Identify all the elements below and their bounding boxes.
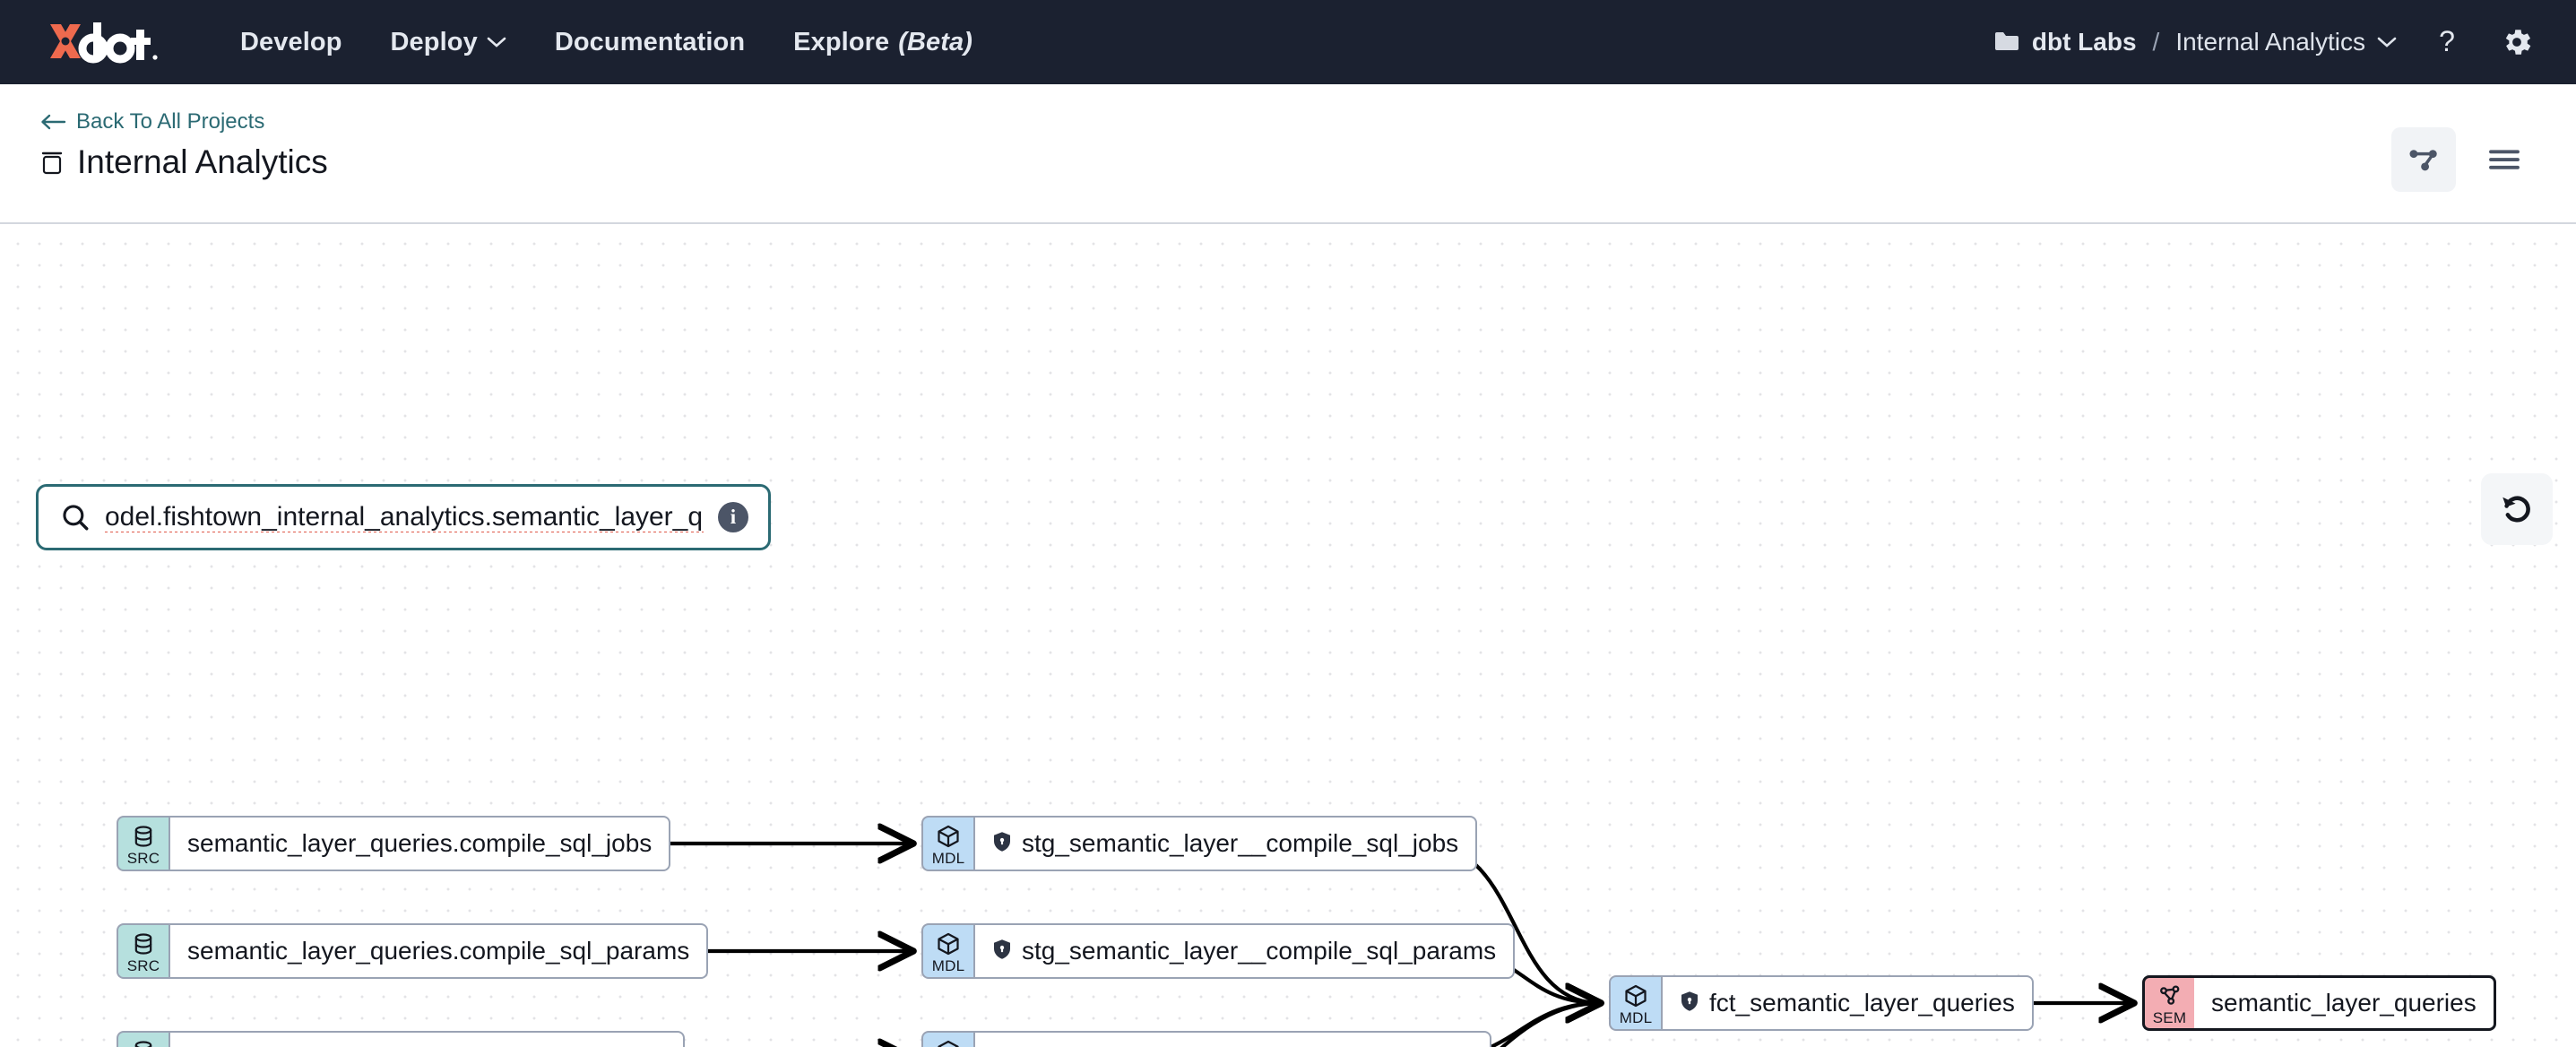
cube-icon — [936, 824, 961, 849]
node-type-code: SEM — [2152, 1008, 2187, 1026]
node-body: semantic_layer_queries.compile_sql_param… — [169, 923, 709, 979]
node-body: fct_semantic_layer_queries — [1661, 975, 2034, 1031]
help-button[interactable]: ? — [2427, 22, 2467, 62]
top-navigation-bar: Develop Deploy Documentation Explore (Be… — [0, 0, 2576, 84]
graph-node-mdl2[interactable]: MDL stg_semantic_layer__compile_sql_para… — [921, 923, 1516, 979]
nav-link-explore[interactable]: Explore (Beta) — [793, 28, 972, 57]
nav-right-cluster: dbt Labs / Internal Analytics ? — [1993, 22, 2537, 62]
lineage-graph-icon — [2409, 150, 2437, 171]
database-cylinder-icon — [131, 1039, 156, 1047]
node-type-badge: SRC — [117, 923, 169, 979]
graph-node-mdl3[interactable]: MDL stg_semantic_layer__create_query_job… — [921, 1031, 1491, 1047]
node-type-badge: MDL — [921, 816, 973, 871]
lineage-view-button[interactable] — [2391, 127, 2456, 192]
graph-node-mdl1[interactable]: MDL stg_semantic_layer__compile_sql_jobs — [921, 816, 1478, 871]
nav-link-documentation-label: Documentation — [554, 27, 746, 56]
node-body: stg_semantic_layer__compile_sql_jobs — [973, 816, 1478, 871]
primary-nav-links: Develop Deploy Documentation Explore (Be… — [240, 28, 972, 57]
node-type-code: SRC — [126, 849, 160, 867]
nav-link-deploy-label: Deploy — [390, 27, 478, 56]
database-cylinder-icon — [131, 931, 156, 956]
node-body: stg_semantic_layer__compile_sql_params — [973, 923, 1516, 979]
node-type-code: MDL — [931, 956, 965, 974]
cube-icon — [936, 931, 961, 956]
info-icon[interactable]: i — [718, 502, 748, 532]
node-body: semantic_layer_queries — [2194, 975, 2496, 1031]
chevron-down-icon — [2377, 37, 2397, 48]
svg-text:?: ? — [2439, 25, 2455, 57]
subheader-view-toggle — [2391, 104, 2537, 222]
back-link-label: Back To All Projects — [76, 109, 265, 134]
graph-node-fct-semantic-layer-queries[interactable]: MDL fct_semantic_layer_queries — [1609, 975, 2034, 1031]
semantic-graph-icon — [2157, 983, 2183, 1008]
database-icon — [41, 151, 63, 175]
list-view-button[interactable] — [2472, 127, 2537, 192]
node-label: stg_semantic_layer__create_query_jobs — [1022, 1044, 1473, 1047]
nav-link-develop[interactable]: Develop — [240, 28, 342, 57]
node-type-badge: SRC — [117, 816, 169, 871]
organization-selector[interactable]: dbt Labs — [1993, 28, 2137, 56]
node-body: stg_semantic_layer__create_query_jobs — [973, 1031, 1491, 1047]
search-icon — [63, 505, 89, 531]
question-mark-icon: ? — [2439, 25, 2455, 57]
graph-container: SRC semantic_layer_queries.compile_sql_j… — [0, 224, 2576, 1047]
cube-icon — [1623, 983, 1648, 1008]
node-type-code: MDL — [931, 849, 965, 867]
nav-link-explore-label: Explore — [793, 27, 890, 56]
node-type-badge: SRC — [117, 1031, 169, 1047]
graph-node-sem-semantic-layer-queries[interactable]: SEM semantic_layer_queries — [2142, 975, 2496, 1031]
subheader-left: Back To All Projects Internal Analytics — [39, 104, 328, 222]
shield-icon — [992, 831, 1012, 857]
shield-icon — [1680, 991, 1699, 1017]
database-cylinder-icon — [131, 824, 156, 849]
graph-node-src2[interactable]: SRC semantic_layer_queries.compile_sql_p… — [117, 923, 709, 979]
project-subheader: Back To All Projects Internal Analytics — [0, 84, 2576, 224]
folder-icon — [1994, 32, 2018, 50]
node-body: semantic_layer_queries.create_query_jobs — [169, 1031, 685, 1047]
dbt-logo-mark — [50, 22, 158, 64]
arrow-left-icon — [41, 114, 66, 130]
lineage-canvas[interactable]: odel.fishtown_internal_analytics.semanti… — [0, 224, 2576, 1047]
settings-button[interactable] — [2497, 22, 2537, 62]
cube-icon — [936, 1039, 961, 1047]
node-label: semantic_layer_queries.create_query_jobs — [187, 1044, 666, 1047]
chevron-down-icon — [487, 37, 506, 48]
back-to-all-projects-link[interactable]: Back To All Projects — [39, 109, 328, 134]
node-type-badge: MDL — [921, 923, 973, 979]
node-label: stg_semantic_layer__compile_sql_params — [1022, 937, 1497, 965]
node-label: semantic_layer_queries.compile_sql_param… — [187, 937, 690, 965]
search-input[interactable]: odel.fishtown_internal_analytics.semanti… — [105, 502, 704, 532]
breadcrumb-separator: / — [2152, 28, 2160, 56]
node-label: fct_semantic_layer_queries — [1709, 989, 2015, 1017]
project-name: Internal Analytics — [2175, 28, 2365, 56]
node-body: semantic_layer_queries.compile_sql_jobs — [169, 816, 671, 871]
dbt-logo[interactable] — [43, 19, 186, 65]
nav-link-documentation[interactable]: Documentation — [555, 28, 745, 57]
page-title-row: Internal Analytics — [39, 143, 328, 181]
graph-node-src1[interactable]: SRC semantic_layer_queries.compile_sql_j… — [117, 816, 671, 871]
reset-rotate-ccw-icon — [2503, 496, 2530, 523]
node-type-code: SRC — [126, 956, 160, 974]
gear-icon — [2505, 30, 2531, 55]
nav-link-explore-beta-tag: (Beta) — [898, 27, 973, 56]
organization-name: dbt Labs — [2031, 28, 2137, 56]
reset-view-button[interactable] — [2481, 473, 2553, 545]
node-type-badge: MDL — [1609, 975, 1661, 1031]
nav-link-develop-label: Develop — [240, 27, 342, 56]
node-label: semantic_layer_queries — [2211, 989, 2477, 1017]
project-selector[interactable]: Internal Analytics — [2175, 28, 2397, 56]
nav-link-deploy[interactable]: Deploy — [391, 28, 506, 57]
hamburger-list-icon — [2489, 150, 2520, 169]
shield-icon — [992, 939, 1012, 965]
graph-node-src3[interactable]: SRC semantic_layer_queries.create_query_… — [117, 1031, 685, 1047]
node-type-badge: MDL — [921, 1031, 973, 1047]
node-search-bar[interactable]: odel.fishtown_internal_analytics.semanti… — [36, 484, 771, 550]
node-type-badge: SEM — [2142, 975, 2194, 1031]
node-label: stg_semantic_layer__compile_sql_jobs — [1022, 829, 1459, 857]
edge-mdl4-fct — [1500, 1003, 1600, 1047]
node-type-code: MDL — [1619, 1008, 1653, 1026]
page-title: Internal Analytics — [77, 143, 328, 180]
node-label: semantic_layer_queries.compile_sql_jobs — [187, 829, 653, 857]
